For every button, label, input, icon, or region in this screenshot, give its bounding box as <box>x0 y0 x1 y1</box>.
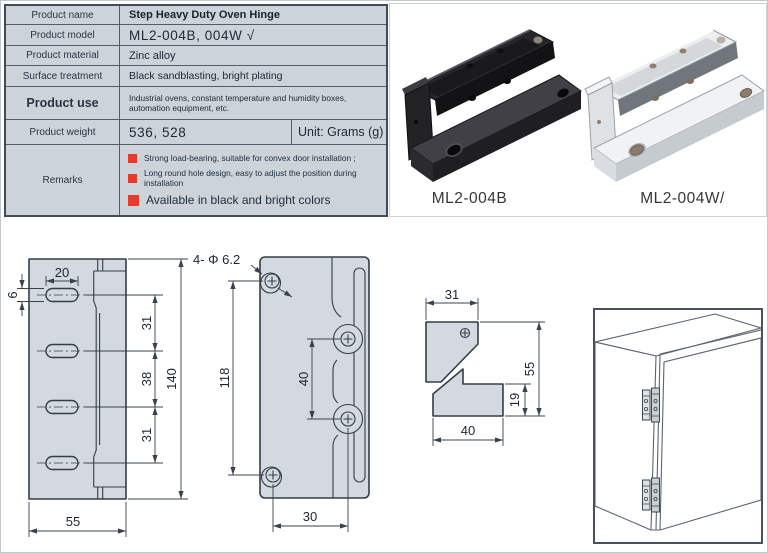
product-use-value: Industrial ovens, constant temperature a… <box>129 93 347 113</box>
product-photos-panel: ML2-004B ML2-004W/ <box>389 3 767 217</box>
dim-slot-width: 20 <box>55 265 69 280</box>
spec-table: Product name Step Heavy Duty Oven Hinge … <box>4 4 388 217</box>
dim-hole-span: 118 <box>217 368 232 389</box>
remark-text: Available in black and bright colors <box>146 193 331 207</box>
screw-hole <box>459 327 471 339</box>
remark-text: Strong load-bearing, suitable for convex… <box>144 153 356 163</box>
drawing-back-view: 4- Φ 6.2 118 40 30 <box>193 252 370 532</box>
product-model-value: ML2-004B, 004W √ <box>129 27 255 43</box>
row-label: Product name <box>6 6 120 24</box>
remark-item: Long round hole design, easy to adjust t… <box>128 168 386 188</box>
remark-text: Long round hole design, easy to adjust t… <box>144 168 357 188</box>
dim-mid-hole-span: 40 <box>296 372 311 386</box>
dim-profile-height: 55 <box>522 362 537 376</box>
remarks-content: Strong load-bearing, suitable for convex… <box>120 145 386 215</box>
remark-item: Available in black and bright colors <box>128 193 386 207</box>
technical-drawings: 20 6 31 38 31 140 55 <box>5 252 763 544</box>
screw-hole <box>264 273 280 289</box>
installation-illustration <box>593 308 763 544</box>
drawing-side-view: 31 55 19 40 <box>425 287 545 446</box>
installed-hinge <box>642 477 660 513</box>
product-material-value: Zinc alloy <box>129 49 176 62</box>
product-name-value: Step Heavy Duty Oven Hinge <box>129 9 280 21</box>
red-square-bullet-icon <box>128 153 137 163</box>
table-row: Product name Step Heavy Duty Oven Hinge <box>6 6 386 25</box>
bright-hinge-photo <box>584 29 765 182</box>
dim-hole-callout: 4- Φ 6.2 <box>193 252 240 267</box>
dim-slot-height: 6 <box>5 291 20 298</box>
row-label: Product model <box>6 25 120 45</box>
row-label: Product material <box>6 46 120 65</box>
screw-hole <box>340 331 356 347</box>
dim-bottom-width: 40 <box>461 423 475 438</box>
table-row: Product weight 536, 528 Unit: Grams (g) <box>6 120 386 145</box>
dim-hole-offset: 30 <box>303 509 317 524</box>
table-row: Product material Zinc alloy <box>6 46 386 66</box>
weight-unit-cell: Unit: Grams (g) <box>291 120 386 144</box>
hinge-photos-illustration <box>402 29 765 182</box>
surface-treatment-value: Black sandblasting, bright plating <box>129 70 283 82</box>
product-weight-value: 536, 528 <box>129 124 187 140</box>
remark-item: Strong load-bearing, suitable for convex… <box>128 153 386 163</box>
screw-hole <box>265 467 281 483</box>
row-label: Remarks <box>6 145 120 215</box>
dim-total-width: 55 <box>66 514 80 529</box>
screw-hole <box>340 411 356 427</box>
row-label: Surface treatment <box>6 66 120 86</box>
table-row: Surface treatment Black sandblasting, br… <box>6 66 386 87</box>
product-label-bright: ML2-004W/ <box>640 190 725 207</box>
dim-total-height: 140 <box>164 368 179 390</box>
dim-pitch-bottom: 31 <box>139 428 154 442</box>
row-label: Product use <box>6 87 120 119</box>
table-row: Product model ML2-004B, 004W √ <box>6 25 386 46</box>
row-label: Product weight <box>6 120 120 144</box>
dim-top-width: 31 <box>445 287 459 302</box>
dim-pitch-mid: 38 <box>139 372 154 386</box>
black-hinge-photo <box>402 29 582 182</box>
dim-pitch-top: 31 <box>139 316 154 330</box>
table-row: Product use Industrial ovens, constant t… <box>6 87 386 120</box>
red-square-bullet-icon <box>128 194 139 206</box>
product-label-black: ML2-004B <box>431 190 508 207</box>
remarks-row: Remarks Strong load-bearing, suitable fo… <box>6 145 386 215</box>
drawing-front-view: 20 6 31 38 31 140 55 <box>5 258 188 537</box>
installed-hinge <box>642 387 660 423</box>
dim-step-height: 19 <box>507 393 522 407</box>
red-square-bullet-icon <box>128 173 137 183</box>
